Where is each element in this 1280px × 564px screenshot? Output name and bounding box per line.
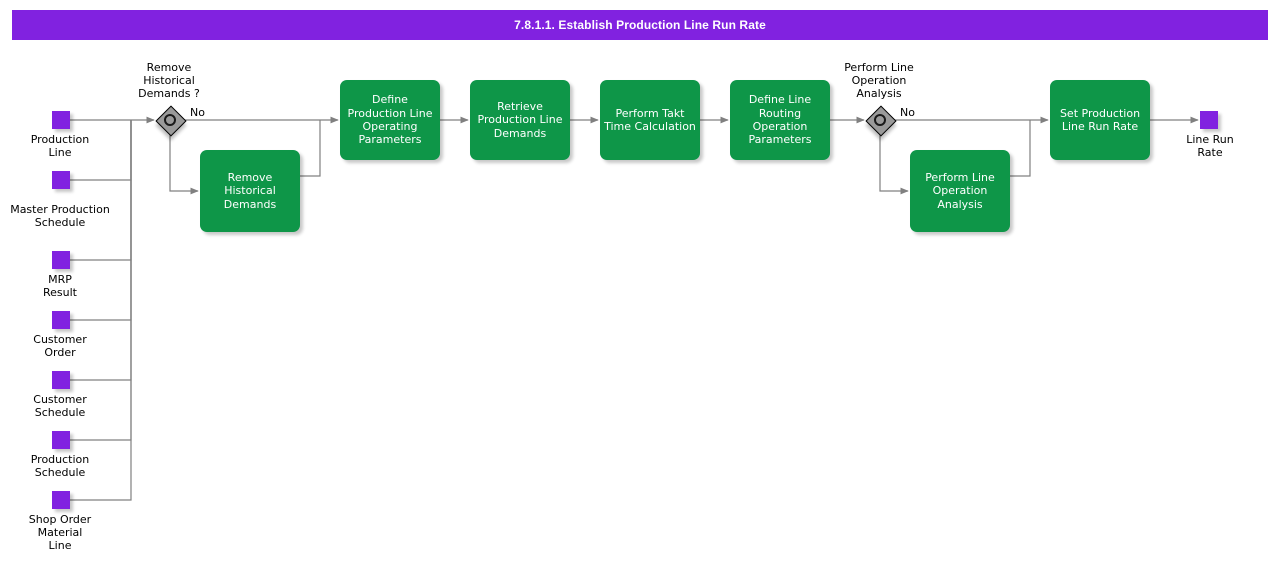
data-label-production-schedule: Production Schedule (30, 453, 90, 479)
data-object-line-run-rate[interactable] (1200, 111, 1218, 129)
data-label-customer-schedule: Customer Schedule (33, 393, 87, 419)
task-label: Set Production Line Run Rate (1059, 106, 1141, 133)
task-label: Retrieve Production Line Demands (477, 99, 563, 140)
data-label-mrp-result: MRP Result (43, 273, 77, 299)
task-perform-line-operation-analysis[interactable]: Perform Line Operation Analysis (910, 150, 1010, 232)
task-label: Remove Historical Demands (223, 170, 277, 211)
data-object-production-line[interactable] (52, 111, 70, 129)
page-title-bar: 7.8.1.1. Establish Production Line Run R… (12, 10, 1268, 40)
data-object-mrp-result[interactable] (52, 251, 70, 269)
data-label-production-line: Production Line (30, 133, 90, 159)
task-retrieve-production-line-demands[interactable]: Retrieve Production Line Demands (470, 80, 570, 160)
edge-label-gateway2-no: No (900, 106, 915, 119)
task-label: Define Production Line Operating Paramet… (347, 93, 433, 147)
edge-perform-line-operation-analysis-merge (1010, 120, 1031, 177)
task-label: Perform Takt Time Calculation (604, 106, 696, 133)
task-remove-historical-demands[interactable]: Remove Historical Demands (200, 150, 300, 232)
edge-gateway1-yes (169, 134, 199, 195)
gateway-remove-historical-demands[interactable] (155, 105, 187, 137)
gateway-label-perform-line-operation-analysis: Perform Line Operation Analysis (844, 61, 914, 100)
data-label-master-production-schedule: Master Production Schedule (10, 203, 110, 229)
data-label-line-run-rate: Line Run Rate (1186, 133, 1234, 159)
gateway-inclusive-circle-icon (874, 114, 886, 126)
data-label-customer-order: Customer Order (33, 333, 87, 359)
data-object-master-production-schedule[interactable] (52, 171, 70, 189)
data-object-customer-schedule[interactable] (52, 371, 70, 389)
data-label-shop-order-material-line: Shop Order Material Line (28, 513, 92, 552)
edge-shop-order-material-line (70, 120, 132, 501)
task-label: Perform Line Operation Analysis (925, 170, 995, 211)
task-perform-takt-time-calculation[interactable]: Perform Takt Time Calculation (600, 80, 700, 160)
gateway-perform-line-operation-analysis[interactable] (865, 105, 897, 137)
edge-gateway2-yes (879, 134, 909, 195)
task-label: Define Line Routing Operation Parameters (748, 93, 812, 147)
task-define-line-routing-operation-parameters[interactable]: Define Line Routing Operation Parameters (730, 80, 830, 160)
gateway-inclusive-circle-icon (164, 114, 176, 126)
task-define-production-line-operating-parameters[interactable]: Define Production Line Operating Paramet… (340, 80, 440, 160)
task-set-production-line-run-rate[interactable]: Set Production Line Run Rate (1050, 80, 1150, 160)
data-object-production-schedule[interactable] (52, 431, 70, 449)
data-object-customer-order[interactable] (52, 311, 70, 329)
gateway-label-remove-historical-demands: Remove Historical Demands ? (138, 61, 200, 100)
data-object-shop-order-material-line[interactable] (52, 491, 70, 509)
edge-label-gateway1-no: No (190, 106, 205, 119)
page-title: 7.8.1.1. Establish Production Line Run R… (514, 18, 766, 32)
edge-remove-historical-demands-merge (300, 120, 321, 177)
